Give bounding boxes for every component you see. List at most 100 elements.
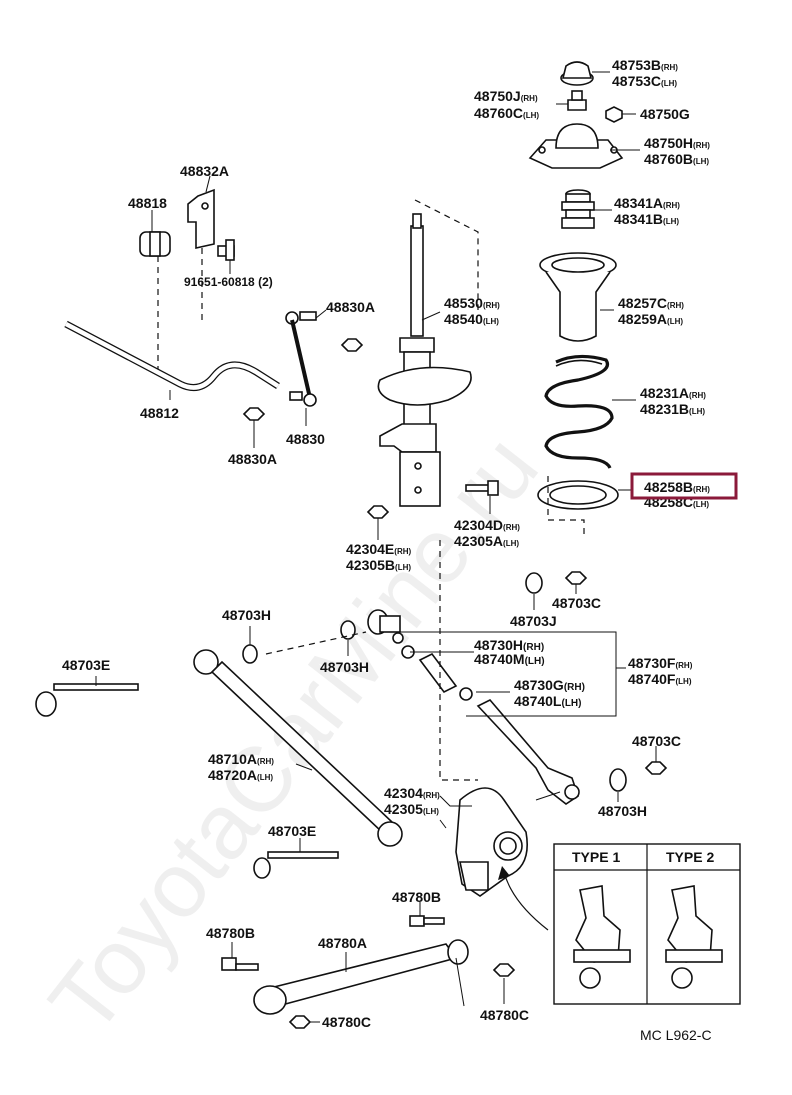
label-48730g-lh: 48740L(LH) [514,693,581,709]
label-48703c-top: 48703C [552,595,601,611]
label-48730h: 48730H(RH) [474,637,544,653]
highlight-box [630,472,738,500]
washer-48703h-b [340,620,356,640]
stabilizer-bar [64,320,280,392]
label-48730g: 48730G(RH) [514,677,585,693]
guide-line-spring [547,476,585,538]
label-48730h-lh: 48740M(LH) [474,651,545,667]
label-48341-lh: 48341B(LH) [614,211,679,227]
label-48780c-b: 48780C [480,1007,529,1023]
nut-48830a-top [340,338,364,352]
label-91651: 91651-60818 (2) [184,275,273,289]
nut-42304e [366,505,390,519]
label-48258[interactable]: 48258B(RH) [644,479,710,495]
label-48710: 48710A(RH) [208,751,274,767]
label-48830a-top: 48830A [326,299,375,315]
label-48818: 48818 [128,195,167,211]
lateral-link-bushing [367,609,415,659]
label-48730f: 48730F(RH) [628,655,693,671]
trailing-arm [193,649,403,847]
type-2-knuckle [665,885,723,989]
strut-mount [528,123,624,169]
label-48257-lh: 48259A(LH) [618,311,683,327]
stabilizer-link [285,311,317,407]
nut-48830a-bot [242,407,266,421]
diagram-code: MC L962-C [640,1027,712,1043]
arrowhead-knuckle [498,866,510,880]
label-48703e-a: 48703E [62,657,110,673]
spring-seat-lower [537,480,619,510]
label-48812: 48812 [140,405,179,421]
label-48780a: 48780A [318,935,367,951]
label-42304: 42304(RH) [384,785,440,801]
label-48710-lh: 48720A(LH) [208,767,273,783]
lower-arm [253,939,469,1015]
nut-48780c-b [492,963,516,977]
nut-48703c-top [564,571,588,585]
guide-line-top [414,199,479,310]
washer-48703j [525,572,543,594]
nut-48750j [567,90,587,111]
guide-line-knuckle [439,540,478,781]
label-48231: 48231A(RH) [640,385,706,401]
nut-48780c-a [288,1015,312,1029]
label-48530: 48530(RH) [444,295,500,311]
label-48530-lh: 48540(LH) [444,311,499,327]
upper-cap [560,61,594,86]
label-48703h-b: 48703H [320,659,369,675]
arrow-knuckle [503,871,549,931]
label-48750h-lh: 48760B(LH) [644,151,709,167]
bolt-42304d [465,480,499,496]
sleeve-48730g [418,652,473,701]
label-48703j: 48703J [510,613,557,629]
label-48341: 48341A(RH) [614,195,680,211]
label-48703e-b: 48703E [268,823,316,839]
label-48780c-a: 48780C [322,1014,371,1030]
type-1-label: TYPE 1 [572,849,620,865]
leader-lines [95,71,657,1023]
label-48257: 48257C(RH) [618,295,684,311]
label-48830: 48830 [286,431,325,447]
label-48753-lh: 48753C(LH) [612,73,677,89]
label-48730f-lh: 48740F(LH) [628,671,692,687]
label-48832a: 48832A [180,163,229,179]
stabilizer-bracket [187,188,215,249]
type-2-label: TYPE 2 [666,849,714,865]
washer-48703h-c [609,768,627,792]
bump-stopper [561,189,595,229]
label-48750g: 48750G [640,106,690,122]
bolt-48703e-top [35,683,139,717]
shock-absorber [377,213,472,507]
lateral-link-rod [476,699,580,805]
bolt-48703e-bot [253,851,339,879]
coil-spring [544,354,614,469]
label-42304e: 42304E(RH) [346,541,412,557]
label-48750h: 48750H(RH) [644,135,710,151]
bolt-91651 [217,239,235,261]
label-48780b-b: 48780B [206,925,255,941]
label-42304-lh: 42305(LH) [384,801,439,817]
nut-48750g [605,106,623,123]
label-48830a-bot: 48830A [228,451,277,467]
stabilizer-bushing [139,231,171,257]
type-box: TYPE 1 TYPE 2 [553,843,741,1005]
label-48703c-mid: 48703C [632,733,681,749]
washer-48703h-a [242,644,258,664]
label-48703h-c: 48703H [598,803,647,819]
bolt-48780b-b [221,957,259,971]
dust-boot [539,252,617,342]
nut-48703c-mid [644,761,668,775]
label-48703h-a: 48703H [222,607,271,623]
axle-carrier-knuckle [455,787,528,897]
label-42304d-lh: 42305A(LH) [454,533,519,549]
type-1-knuckle [573,885,631,989]
label-48231-lh: 48231B(LH) [640,401,705,417]
label-48780b-a: 48780B [392,889,441,905]
label-42304d: 42304D(RH) [454,517,520,533]
label-48753: 48753B(RH) [612,57,678,73]
label-48750j-lh: 48760C(LH) [474,105,539,121]
bolt-48780b-a [409,915,445,927]
label-48750j: 48750J(RH) [474,88,538,104]
label-42304e-lh: 42305B(LH) [346,557,411,573]
